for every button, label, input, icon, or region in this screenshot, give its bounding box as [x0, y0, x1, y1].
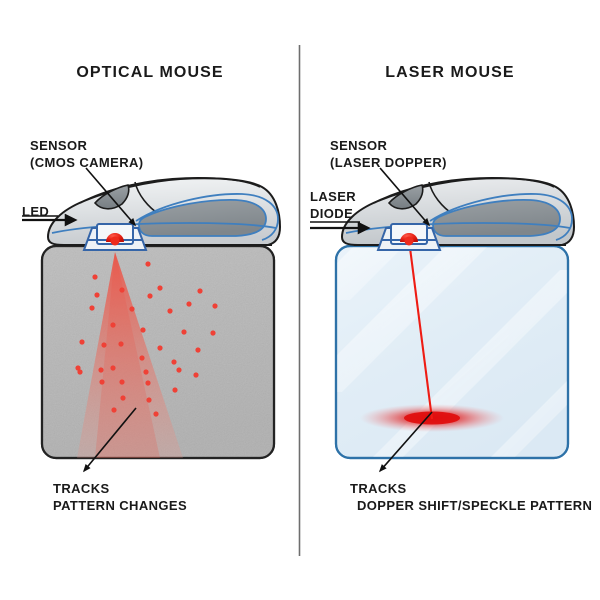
- label-laser-diode-line1: LASER: [310, 189, 357, 204]
- tracks-arrow-optical: [82, 407, 137, 473]
- laser-beam: [407, 239, 434, 420]
- sensor-pointer-line-optical: [85, 167, 137, 227]
- label-laser-diode-line2: DIODE: [310, 206, 354, 221]
- label-sensor-laser-line1: SENSOR: [330, 138, 388, 153]
- sensor-pointer-line-laser: [379, 167, 431, 227]
- optical-light-cone: [77, 252, 183, 458]
- optical-sensor-housing: [82, 223, 148, 251]
- optical-mouse: [46, 177, 282, 246]
- tracks-arrow-laser: [378, 411, 433, 473]
- label-tracks-optical: TRACKS PATTERN CHANGES: [53, 480, 187, 514]
- label-led-line1: LED: [22, 204, 50, 219]
- label-tracks-optical-line1: TRACKS: [53, 481, 110, 496]
- label-sensor-optical-line1: SENSOR: [30, 138, 88, 153]
- label-sensor-optical: SENSOR (CMOS CAMERA): [30, 137, 144, 171]
- laser-diode-housing: [376, 223, 442, 251]
- label-tracks-laser: TRACKS DOPPER SHIFT/SPECKLE PATTERN: [350, 480, 592, 514]
- laser-mouse: [340, 177, 576, 246]
- laser-panel-graphics: [310, 167, 576, 473]
- label-tracks-laser-line1: TRACKS: [350, 481, 407, 496]
- mouse-accent-trim: [135, 193, 279, 241]
- optical-panel-graphics: [22, 167, 282, 473]
- panel-title-optical: OPTICAL MOUSE: [76, 64, 224, 81]
- label-sensor-laser: SENSOR (LASER DOPPER): [330, 137, 447, 171]
- label-sensor-laser-line2: (LASER DOPPER): [330, 155, 447, 170]
- panel-title-laser: LASER MOUSE: [385, 64, 515, 81]
- label-laser-diode: LASER DIODE: [310, 188, 356, 222]
- label-tracks-laser-line2: DOPPER SHIFT/SPECKLE PATTERN: [357, 498, 593, 513]
- label-tracks-optical-line2: PATTERN CHANGES: [53, 498, 188, 513]
- label-led: LED: [22, 203, 49, 220]
- mouse-accent-trim: [429, 193, 573, 241]
- optical-speckle-dots: [75, 261, 218, 417]
- label-sensor-optical-line2: (CMOS CAMERA): [30, 155, 144, 170]
